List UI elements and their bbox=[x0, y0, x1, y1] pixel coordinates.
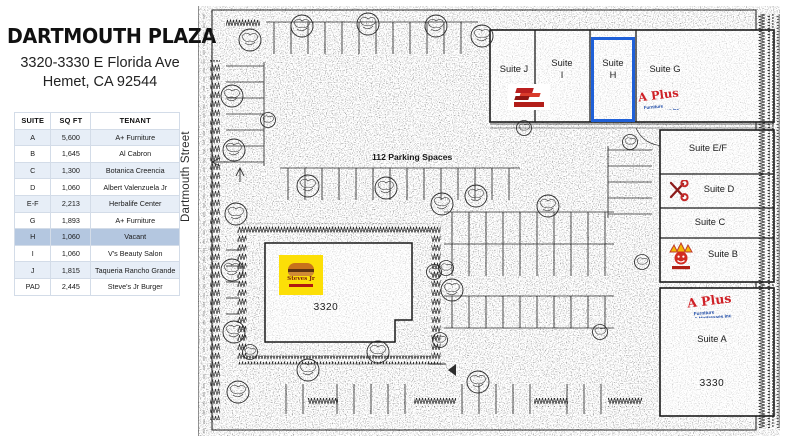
steves-jr-logo-bar bbox=[289, 283, 313, 288]
building-number-3330: 3330 bbox=[699, 378, 725, 389]
cell-suite: H bbox=[13, 228, 52, 246]
cell-tenant: Vacant bbox=[90, 228, 180, 246]
suite-label-c[interactable]: Suite C bbox=[694, 217, 726, 227]
a-plus-furniture-logo-suite-g: A Plus Furniture& Mattresses Inc bbox=[638, 86, 694, 110]
cell-tenant: Steve's Jr Burger bbox=[90, 277, 180, 296]
cell-tenant: Herbalife Center bbox=[90, 194, 180, 213]
cell-tenant: Taqueria Rancho Grande bbox=[90, 261, 180, 279]
cell-sqft: 1,060 bbox=[50, 244, 92, 263]
suite-label-g[interactable]: Suite G bbox=[649, 64, 681, 74]
suite-label-ef[interactable]: Suite E/F bbox=[688, 143, 728, 153]
steves-jr-wordmark: Steves Jr bbox=[287, 275, 315, 282]
header-block: DARTMOUTH PLAZA 3320-3330 E Florida Ave … bbox=[0, 24, 216, 92]
a-plus-subtext: Furniture& Mattresses Inc bbox=[643, 103, 680, 110]
tenant-table-head: SUITE SQ FT TENANT bbox=[13, 112, 180, 130]
cell-suite: D bbox=[13, 178, 52, 196]
building-number-3320: 3320 bbox=[313, 302, 339, 313]
scissors-icon bbox=[668, 180, 690, 202]
cell-sqft: 2,445 bbox=[50, 277, 92, 296]
a-plus-wordmark: A Plus bbox=[687, 292, 733, 311]
cell-sqft: 1,645 bbox=[50, 145, 92, 163]
cell-suite: E-F bbox=[13, 194, 52, 213]
cell-sqft: 1,060 bbox=[50, 178, 92, 196]
burger-icon bbox=[288, 262, 314, 277]
cell-tenant: A+ Furniture bbox=[90, 128, 180, 147]
taqueria-rancho-grande-logo bbox=[508, 84, 550, 110]
column-header-tenant: TENANT bbox=[90, 112, 180, 130]
cell-tenant: Albert Valenzuela Jr bbox=[90, 178, 180, 196]
column-header-sqft: SQ FT bbox=[50, 112, 92, 130]
cell-tenant: A+ Furniture bbox=[90, 211, 180, 230]
cell-sqft: 1,060 bbox=[50, 228, 92, 246]
address-line-1: 3320-3330 E Florida Ave bbox=[20, 55, 180, 71]
suite-label-i[interactable]: Suite I bbox=[551, 58, 573, 80]
column-header-suite: SUITE bbox=[13, 112, 52, 130]
cell-sqft: 1,893 bbox=[50, 211, 92, 230]
suite-label-d[interactable]: Suite D bbox=[703, 184, 735, 194]
street-label: Dartmouth Street bbox=[180, 131, 192, 222]
cell-tenant: Al Cabron bbox=[90, 145, 180, 163]
cell-suite: B bbox=[13, 145, 52, 163]
taqueria-mark-icon bbox=[514, 87, 544, 101]
a-plus-wordmark: A Plus bbox=[638, 86, 680, 105]
cell-sqft: 2,213 bbox=[50, 194, 92, 213]
cell-tenant: V's Beauty Salon bbox=[90, 244, 180, 263]
suite-label-a[interactable]: Suite A bbox=[697, 334, 727, 344]
cell-sqft: 1,300 bbox=[50, 161, 92, 180]
cell-suite: PAD bbox=[13, 277, 52, 296]
suite-label-j[interactable]: Suite J bbox=[499, 64, 529, 74]
parking-spaces-label: 112 Parking Spaces bbox=[372, 152, 453, 162]
suite-h-highlight-box[interactable] bbox=[591, 37, 635, 122]
cell-suite: J bbox=[13, 261, 52, 279]
a-plus-furniture-logo-suite-a: A Plus Furniture& Mattresses Inc bbox=[687, 292, 749, 318]
crown-logo bbox=[666, 240, 696, 270]
suite-label-b[interactable]: Suite B bbox=[708, 249, 738, 259]
cell-suite: A bbox=[13, 128, 52, 147]
cell-suite: I bbox=[13, 244, 52, 263]
cell-tenant: Botanica Creencia bbox=[90, 161, 180, 180]
cell-sqft: 5,600 bbox=[50, 128, 92, 147]
address-line-2: Hemet, CA 92544 bbox=[42, 74, 158, 91]
suite-label-h[interactable]: Suite H bbox=[602, 58, 624, 80]
taqueria-logo-bar bbox=[514, 102, 544, 108]
steves-jr-burger-logo: Steves Jr bbox=[279, 255, 323, 295]
cell-sqft: 1,815 bbox=[50, 261, 92, 279]
page-title: DARTMOUTH PLAZA bbox=[7, 24, 216, 48]
a-plus-subtext: Furniture& Mattresses Inc bbox=[693, 309, 732, 318]
cell-suite: G bbox=[13, 211, 52, 230]
table-header-row: SUITE SQ FT TENANT bbox=[13, 112, 180, 130]
site-map: Dartmouth Street 112 Parking Spaces Suit… bbox=[180, 0, 787, 439]
cell-suite: C bbox=[13, 161, 52, 180]
